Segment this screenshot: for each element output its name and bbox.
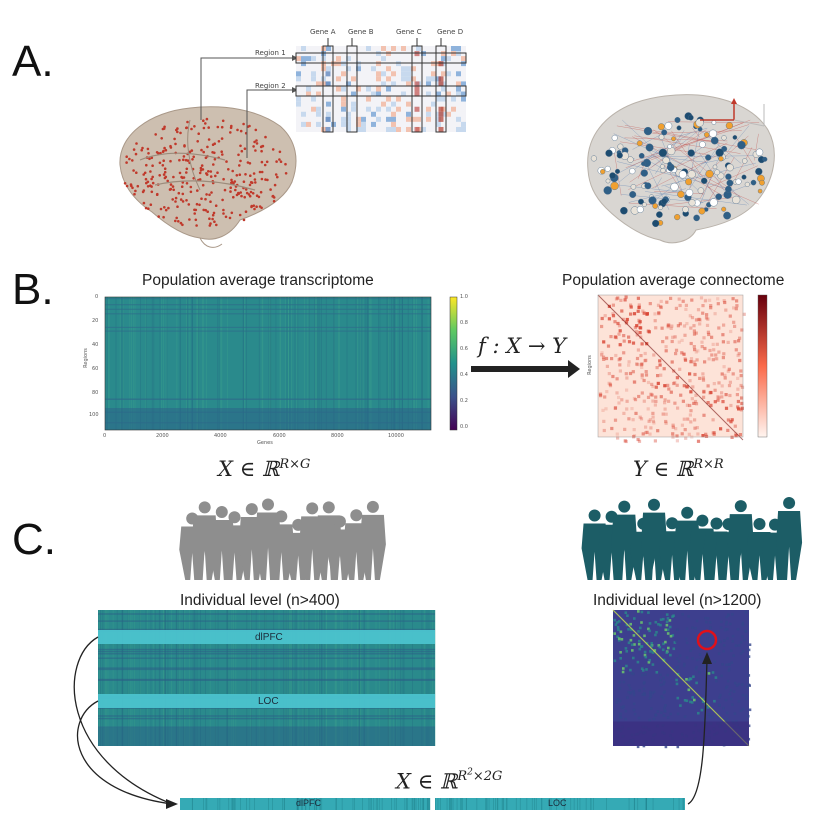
gene-b-label: Gene B (348, 28, 374, 36)
x-combined-definition: X ∈ ℝR2×2G (396, 768, 503, 794)
connectome-matrix (597, 294, 746, 444)
individual-left-title: Individual level (n>400) (180, 592, 340, 609)
transcriptome-colorbar (449, 296, 458, 431)
gene-region-heatmap (295, 38, 467, 133)
mapping-formula: f : X → Y (478, 334, 566, 358)
bar-dlpfc (180, 798, 430, 810)
gene-c-label: Gene C (396, 28, 422, 36)
gray-people-silhouettes (179, 498, 386, 580)
arrow-bar-to-connectome (687, 659, 708, 805)
teal-people-silhouettes (581, 497, 803, 580)
tx-ytick-40: 40 (92, 342, 99, 348)
region-2-connector (246, 89, 292, 158)
cbar-tick-1: 1.0 (460, 294, 468, 300)
y-definition: Y ∈ ℝR×R (633, 457, 724, 481)
tx-xtick-8000: 8000 (331, 433, 344, 439)
individual-transcriptome-heatmap (98, 610, 436, 746)
tx-xtick-6000: 6000 (273, 433, 286, 439)
connectome-title: Population average connectome (562, 272, 785, 289)
transcriptome-title: Population average transcriptome (142, 272, 374, 289)
tx-ytick-80: 80 (92, 390, 99, 396)
highlight-circle (696, 629, 718, 651)
cbar-tick-06: 0.6 (460, 346, 468, 352)
gene-d-label: Gene D (437, 28, 464, 36)
cbar-tick-02: 0.2 (460, 398, 468, 404)
region-1-connector (200, 57, 292, 120)
cbar-tick-04: 0.4 (460, 372, 468, 378)
row-label-dlpfc: dlPFC (255, 632, 283, 643)
individual-connectome-matrix (612, 609, 752, 749)
panel-letter-b: B. (12, 265, 54, 314)
bar-label-dlpfc: dlPFC (296, 798, 322, 808)
tx-ytick-20: 20 (92, 318, 99, 324)
tx-xlabel: Genes (257, 440, 273, 446)
cbar-tick-0: 0.0 (460, 424, 468, 430)
x-definition: X ∈ ℝR×G (218, 457, 311, 481)
transcriptome-heatmap (104, 296, 432, 431)
brain-right-connectome-illustration (587, 94, 775, 244)
cbar-tick-08: 0.8 (460, 320, 468, 326)
tx-xtick-0: 0 (103, 433, 107, 439)
brain-left-illustration (119, 106, 297, 248)
mapping-arrow (471, 360, 580, 378)
arrow-dlpfc-to-bar (73, 636, 173, 805)
region-1-label: Region 1 (255, 49, 286, 57)
row-label-loc: LOC (258, 696, 279, 707)
tx-xtick-4000: 4000 (214, 433, 227, 439)
bar-label-loc: LOC (548, 798, 567, 808)
panel-letter-a: A. (12, 37, 54, 86)
region-2-label: Region 2 (255, 82, 286, 90)
tx-xtick-10000: 10000 (388, 433, 404, 439)
gene-a-label: Gene A (310, 28, 336, 36)
individual-right-title: Individual level (n>1200) (593, 592, 762, 609)
tx-xtick-2000: 2000 (156, 433, 169, 439)
connectome-colorbar (757, 294, 768, 438)
panel-letter-c: C. (12, 515, 56, 564)
tx-ytick-60: 60 (92, 366, 99, 372)
tx-ytick-0: 0 (95, 294, 99, 300)
tx-ytick-100: 100 (89, 412, 99, 418)
arrow-loc-to-bar (76, 700, 173, 805)
